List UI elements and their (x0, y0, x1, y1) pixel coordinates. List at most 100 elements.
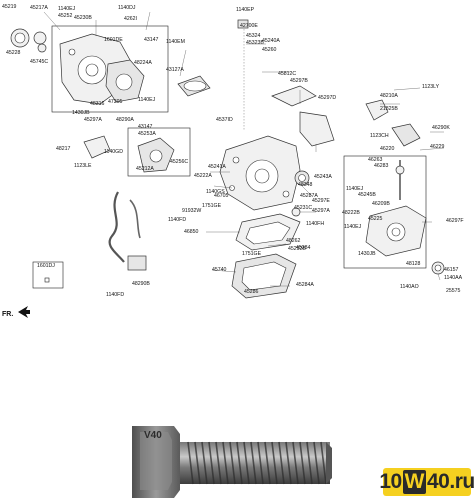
part-number-label: 45252 (58, 13, 73, 19)
part-number-label: 45284A (296, 282, 314, 288)
o-ring-hole (434, 264, 442, 272)
part-number-label: 1140FH (306, 221, 324, 227)
part-number-label: 1123LY (422, 84, 440, 90)
thread-line (278, 441, 285, 485)
part-number-label: 45287A (300, 193, 318, 199)
part-number-label: 45297A (312, 208, 330, 214)
thread-line (264, 441, 271, 485)
thread-line (320, 441, 327, 485)
part-number-label: 45212A (136, 166, 154, 172)
part-number-label: 45230B (74, 15, 92, 21)
bolt-photo: V40 (132, 426, 332, 498)
part-number-label: 45253A (138, 131, 156, 137)
part-number-label: 45812C (278, 71, 296, 77)
speed-sensor-part (365, 99, 389, 121)
thread-line (215, 441, 222, 485)
thread-line (292, 441, 299, 485)
side-cover-part (299, 111, 335, 147)
thread-line (313, 441, 320, 485)
part-number-label: 45222A (194, 173, 212, 179)
thread-line (285, 441, 292, 485)
section-box-middle (127, 127, 191, 177)
part-number-label: 45324 (246, 33, 261, 39)
part-number-label: 48348 (298, 182, 313, 188)
part-number-label: 42700E (240, 23, 258, 29)
part-number-label: 1751GE (242, 251, 262, 257)
breather-part (237, 19, 249, 29)
part-number-label: 48128 (406, 261, 421, 267)
part-number-label: 45260 (262, 47, 277, 53)
oil-pan-part (231, 253, 297, 299)
washer-part (37, 43, 47, 53)
part-number-label: 45256C (170, 159, 188, 165)
section-box-right (343, 155, 427, 269)
thread-line (250, 441, 257, 485)
oil-cooler-part (127, 255, 147, 271)
part-number-label: 46283 (374, 163, 389, 169)
part-number-label: 43147 (144, 37, 159, 43)
part-number-label: 45217A (30, 5, 48, 11)
part-number-label: 1140FD (168, 217, 186, 223)
arrow-icon (18, 306, 30, 318)
bolt-tip (326, 442, 332, 484)
part-number-label: 45245B (358, 192, 376, 198)
part-number-label: 1140GD (104, 149, 123, 155)
oil-pump-part (105, 59, 145, 103)
part-number-label: 1123LE (74, 163, 92, 169)
valve-body-gasket-part (235, 213, 301, 251)
part-number-label: 1140EJ (58, 6, 76, 12)
thread-line (236, 441, 243, 485)
part-number-label: 48290B (132, 281, 150, 287)
part-number-label: 45297B (290, 78, 308, 84)
part-number-label: 48316 (90, 101, 105, 107)
thread-line (194, 441, 201, 485)
small-part-square (44, 277, 50, 283)
part-number-label: 48290A (116, 117, 134, 123)
part-number-label: 43127A (166, 67, 184, 73)
seal-ring-hole (14, 32, 26, 44)
transfer-case-part (365, 205, 427, 257)
part-number-label: 1140EJ (344, 224, 362, 230)
part-number-label: 1140FD (106, 292, 124, 298)
part-number-label: 48217 (56, 146, 71, 152)
part-number-label: 45284 (296, 245, 311, 251)
part-number-label: 1140AO (400, 284, 419, 290)
section-box-upper-left (51, 25, 169, 113)
part-number-label: 46209B (372, 201, 390, 207)
front-direction-indicator: FR. (2, 306, 30, 318)
watermark-mid: W (402, 470, 426, 494)
thread-line (257, 441, 264, 485)
thread-line (299, 441, 306, 485)
part-number-label: 48222B (342, 210, 360, 216)
watermark-suffix: 40.ru (427, 470, 475, 493)
fr-label: FR. (2, 311, 13, 318)
steel-belt-part (177, 75, 211, 97)
part-number-label: 1601DE (104, 37, 123, 43)
part-number-label: 1140EJ (346, 186, 364, 192)
part-number-label: 46263 (368, 157, 383, 163)
part-number-label: 1601DJ (37, 263, 55, 269)
part-number-label: 25575 (446, 288, 461, 294)
part-number-label: 45219 (2, 4, 17, 10)
watermark-prefix: 10 (379, 470, 402, 493)
part-number-label: 1140EP (236, 7, 255, 13)
part-number-label: 43147 (138, 124, 153, 130)
part-number-label: 48262 (286, 238, 301, 244)
part-number-label: 45740 (212, 267, 227, 273)
part-number-label: 45240A (262, 38, 280, 44)
thread-line (306, 441, 313, 485)
cover-plate-part (271, 85, 317, 107)
part-number-label: 45286 (244, 289, 259, 295)
part-number-label: 1140DJ (118, 5, 136, 11)
thread-line (187, 441, 194, 485)
part-number-label: 4537ID (216, 117, 233, 123)
thread-line (208, 441, 215, 485)
part-number-label: 4262I (124, 16, 137, 22)
thread-line (243, 441, 250, 485)
part-number-label: 45297E (312, 198, 330, 204)
transmission-case-part (219, 135, 301, 211)
part-number-label: 46290K (432, 125, 450, 131)
part-number-label: 91932W (182, 208, 201, 214)
part-number-label: 1140EJ (138, 97, 156, 103)
